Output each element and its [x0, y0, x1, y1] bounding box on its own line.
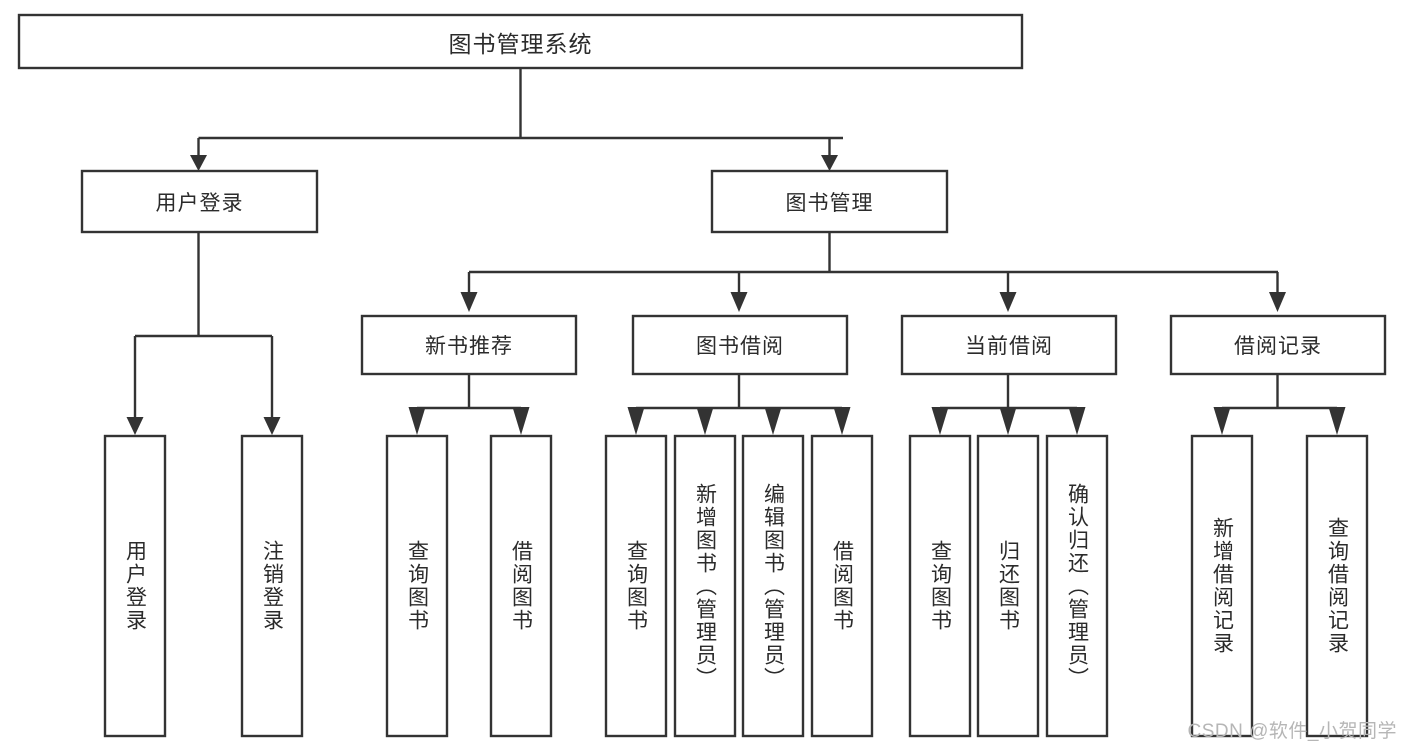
arrow-head-leaf-01 [126, 417, 144, 435]
connector-layer [126, 68, 1346, 435]
arrow-head-book-manage [821, 155, 838, 171]
node-leaf-05[interactable] [604, 434, 668, 738]
node-leaf-02[interactable] [240, 434, 304, 738]
node-leaf-08[interactable] [810, 434, 874, 738]
arrow-head-leaf-07 [764, 407, 782, 435]
node-leaf-12[interactable] [1190, 434, 1254, 738]
arrow-head-leaf-13 [1328, 407, 1346, 435]
node-leaf-13[interactable] [1305, 434, 1369, 738]
node-leaf-04[interactable] [489, 434, 553, 738]
arrow-head-new-book-rec [460, 292, 478, 312]
node-book-manage[interactable] [710, 169, 949, 234]
arrow-head-current-borrow [999, 292, 1017, 312]
node-user-login[interactable] [80, 169, 319, 234]
arrow-head-leaf-02 [263, 417, 281, 435]
node-new-book-rec[interactable] [360, 314, 578, 376]
node-leaf-09[interactable] [908, 434, 972, 738]
arrow-head-leaf-04 [512, 407, 530, 435]
node-leaf-07[interactable] [741, 434, 805, 738]
arrow-head-leaf-09 [931, 407, 949, 435]
node-layer [17, 13, 1387, 738]
node-leaf-03[interactable] [385, 434, 449, 738]
arrow-head-leaf-12 [1213, 407, 1231, 435]
node-borrow-record[interactable] [1169, 314, 1387, 376]
arrow-head-leaf-10 [999, 407, 1017, 435]
arrow-head-borrow-record [1269, 292, 1286, 312]
node-current-borrow[interactable] [900, 314, 1118, 376]
arrow-head-leaf-08 [833, 407, 851, 435]
arrow-head-book-borrow [730, 292, 748, 312]
node-leaf-06[interactable] [673, 434, 737, 738]
arrow-head-leaf-03 [408, 407, 426, 435]
arrow-head-leaf-05 [627, 407, 645, 435]
arrow-head-leaf-11 [1068, 407, 1086, 435]
node-leaf-10[interactable] [976, 434, 1040, 738]
node-leaf-01[interactable] [103, 434, 167, 738]
node-book-borrow[interactable] [631, 314, 849, 376]
arrow-head-user-login [190, 155, 207, 171]
node-leaf-11[interactable] [1045, 434, 1109, 738]
node-root[interactable] [17, 13, 1024, 70]
arrow-head-leaf-06 [696, 407, 714, 435]
